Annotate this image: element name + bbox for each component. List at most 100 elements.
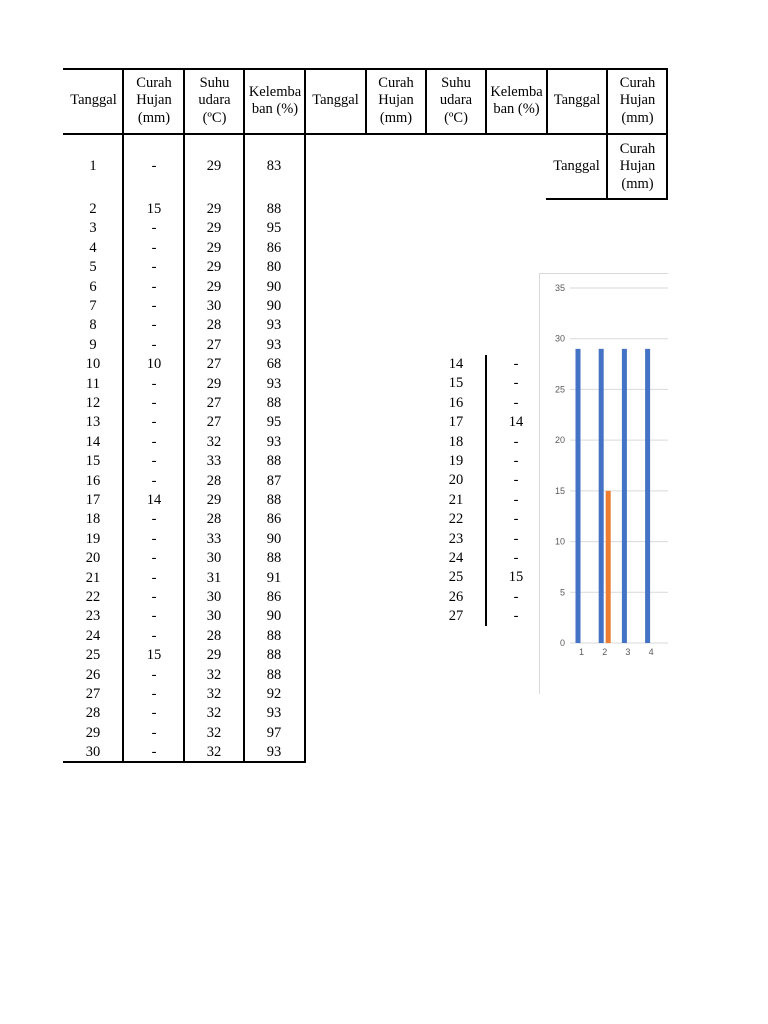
cell-tanggal: 8 [89, 317, 97, 334]
cell-tanggal: 20 [85, 550, 101, 567]
cell-curah-hujan: - [513, 608, 519, 625]
cell-curah-hujan: - [151, 453, 157, 470]
cell-suhu: 32 [206, 666, 222, 683]
y-tick-label: 20 [555, 435, 565, 445]
y-tick-label: 10 [555, 537, 565, 547]
bar [621, 348, 627, 643]
cell-curah-hujan: - [513, 472, 519, 489]
cell-curah-hujan: - [513, 356, 519, 372]
cell-suhu: 29 [206, 259, 222, 276]
cell-curah-hujan: - [513, 375, 519, 392]
cell-tanggal: 21 [85, 569, 101, 586]
cell-curah-hujan: - [513, 588, 519, 605]
cell-tanggal: 19 [85, 530, 101, 547]
cell-tanggal: 1 [89, 158, 97, 174]
table-divider [606, 68, 608, 200]
cell-curah-hujan: 15 [146, 647, 162, 664]
table-divider [304, 68, 306, 763]
cell-suhu: 32 [206, 433, 222, 450]
header-tanggal-secondary: Tanggal [553, 158, 600, 175]
cell-suhu: 28 [206, 511, 222, 528]
cell-kelembaban: 91 [266, 569, 282, 586]
cell-curah-hujan: - [151, 550, 157, 567]
cell-curah-hujan: - [513, 530, 519, 547]
table-divider [243, 68, 245, 763]
header-tanggal: Tanggal [312, 92, 359, 109]
cell-kelembaban: 88 [266, 395, 282, 411]
cell-kelembaban: 95 [266, 220, 282, 237]
cell-curah-hujan: - [151, 589, 157, 605]
cell-curah-hujan: - [151, 472, 157, 489]
cell-tanggal: 21 [448, 491, 464, 508]
bar [575, 348, 581, 643]
cell-tanggal: 24 [448, 550, 464, 566]
cell-curah-hujan: - [151, 569, 157, 586]
cell-curah-hujan: - [151, 511, 157, 528]
cell-curah-hujan: - [513, 511, 519, 528]
cell-curah-hujan: - [151, 414, 157, 431]
cell-tanggal: 5 [89, 259, 97, 276]
cell-tanggal: 20 [448, 472, 464, 489]
cell-tanggal: 23 [85, 608, 101, 625]
cell-curah-hujan: 14 [146, 492, 162, 508]
cell-tanggal: 18 [448, 433, 464, 450]
cell-suhu: 30 [206, 298, 222, 314]
cell-suhu: 32 [206, 705, 222, 722]
cell-kelembaban: 88 [266, 453, 282, 470]
cell-suhu: 30 [206, 589, 222, 605]
cell-tanggal: 19 [448, 453, 464, 469]
cell-suhu: 33 [206, 530, 222, 547]
bar [598, 348, 604, 643]
cell-tanggal: 13 [85, 414, 101, 431]
header-bottom-border [63, 133, 668, 135]
y-tick-label: 5 [560, 587, 565, 597]
table-divider [365, 68, 367, 134]
cell-curah-hujan: 10 [146, 356, 162, 373]
cell-tanggal: 26 [85, 666, 101, 683]
cell-suhu: 27 [206, 414, 222, 431]
cell-tanggal: 25 [85, 647, 101, 664]
cell-curah-hujan: - [151, 395, 157, 411]
cell-kelembaban: 90 [266, 278, 282, 295]
cell-kelembaban: 87 [266, 472, 282, 489]
cell-kelembaban: 88 [266, 550, 282, 567]
cell-tanggal: 3 [89, 220, 97, 237]
cell-curah-hujan: - [513, 453, 519, 469]
bar [605, 490, 611, 643]
cell-kelembaban: 86 [266, 511, 282, 528]
cell-curah-hujan: - [151, 317, 157, 334]
cell-curah-hujan: - [151, 278, 157, 295]
cell-suhu: 29 [206, 647, 222, 664]
cell-tanggal: 16 [448, 394, 464, 411]
cell-suhu: 28 [206, 317, 222, 334]
cell-tanggal: 17 [448, 414, 464, 431]
cell-curah-hujan: - [151, 336, 157, 353]
cell-curah-hujan: - [151, 666, 157, 683]
cell-tanggal: 22 [85, 589, 101, 605]
cell-curah-hujan: - [151, 259, 157, 276]
cell-suhu: 27 [206, 356, 222, 373]
y-tick-label: 35 [555, 283, 565, 293]
cell-tanggal: 12 [85, 395, 101, 411]
cell-suhu: 29 [206, 201, 222, 217]
cell-kelembaban: 88 [266, 627, 282, 644]
cell-kelembaban: 88 [266, 647, 282, 664]
cell-curah-hujan: - [151, 530, 157, 547]
header-tanggal: Tanggal [70, 92, 117, 109]
cell-tanggal: 4 [89, 239, 97, 256]
cell-kelembaban: 97 [266, 724, 282, 741]
cell-kelembaban: 90 [266, 530, 282, 547]
x-tick-label: 4 [649, 647, 654, 657]
cell-kelembaban: 93 [266, 744, 282, 761]
cell-tanggal: 18 [85, 511, 101, 528]
table-divider [485, 68, 487, 134]
cell-tanggal: 17 [85, 492, 101, 508]
cell-curah-hujan: 15 [508, 569, 524, 586]
cell-tanggal: 27 [85, 686, 101, 702]
cell-tanggal: 2 [89, 201, 97, 217]
cell-curah-hujan: - [151, 220, 157, 237]
